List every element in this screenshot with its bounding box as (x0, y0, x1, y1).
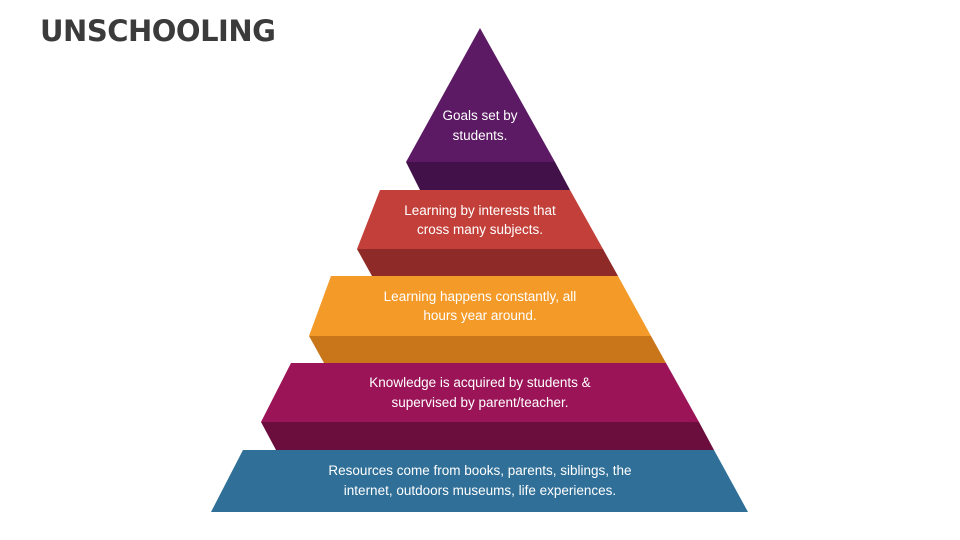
connector-3-4 (309, 336, 666, 363)
connector-1-2 (406, 162, 570, 190)
level-4-shape (261, 363, 699, 422)
level-1-text-line2: students. (453, 128, 508, 143)
level-2-shape (357, 190, 603, 249)
level-4-text-line1: Knowledge is acquired by students & (369, 375, 590, 390)
level-5-shape (211, 450, 748, 512)
level-5-text-line1: Resources come from books, parents, sibl… (328, 463, 631, 478)
pyramid-level-1: Goals set by students. (406, 28, 555, 162)
level-1-shape (406, 28, 555, 162)
level-3-shape (309, 276, 651, 336)
level-2-text-line1: Learning by interests that (404, 203, 556, 218)
level-4-text-line2: supervised by parent/teacher. (391, 395, 568, 410)
connector-4-5 (261, 422, 714, 450)
level-2-text-line2: cross many subjects. (417, 222, 543, 237)
level-3-text-line1: Learning happens constantly, all (384, 289, 577, 304)
connector-2-3 (357, 249, 618, 276)
pyramid-level-2: Learning by interests that cross many su… (357, 190, 603, 249)
level-1-text-line1: Goals set by (442, 108, 517, 123)
pyramid-level-4: Knowledge is acquired by students & supe… (261, 363, 699, 422)
slide-title: UNSCHOOLING (40, 14, 276, 48)
level-5-text-line2: internet, outdoors museums, life experie… (344, 483, 616, 498)
pyramid-level-5: Resources come from books, parents, sibl… (211, 450, 748, 512)
pyramid-level-3: Learning happens constantly, all hours y… (309, 276, 651, 336)
level-3-text-line2: hours year around. (423, 308, 536, 323)
